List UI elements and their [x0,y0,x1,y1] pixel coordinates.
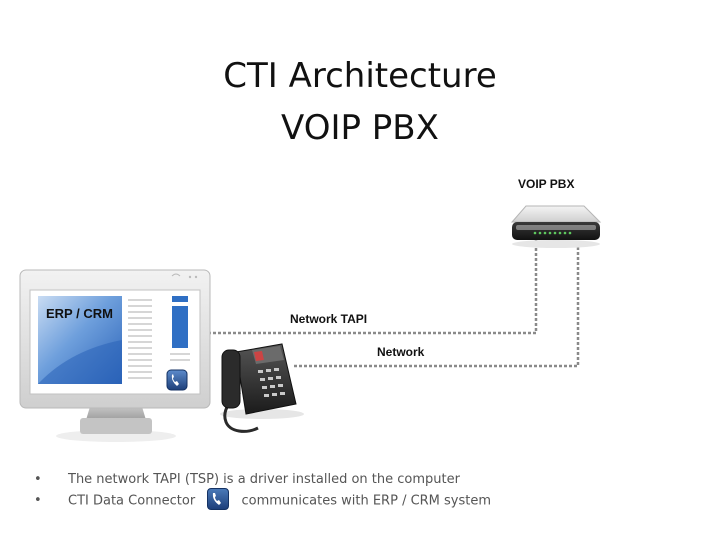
pbx-server-icon [510,205,602,248]
bullet-text-before-icon: CTI Data Connector [68,493,196,509]
bullet-text-after-icon: communicates with ERP / CRM system [241,493,492,509]
bullet-item: • CTI Data Connector communicates with E… [34,488,492,513]
computer-monitor-icon [19,269,211,442]
network-tapi-connection [198,240,538,335]
cti-connector-inline-icon [207,488,230,510]
bullet-dot: • [34,493,42,508]
bullet-item: • The network TAPI (TSP) is a driver ins… [34,471,491,492]
desk-phone-icon [220,343,304,433]
network-label: Network [377,345,425,359]
bullet-dot: • [34,472,42,487]
slide-title-line2: VOIP PBX [281,108,439,148]
network-connection [294,240,580,368]
cti-connector-phone-icon[interactable] [166,369,188,391]
network-tapi-label: Network TAPI [290,312,368,326]
bullet-list: • The network TAPI (TSP) is a driver ins… [34,471,491,513]
slide-title-line1: CTI Architecture [223,56,497,96]
bullet-text: The network TAPI (TSP) is a driver insta… [68,472,460,487]
erp-crm-label: ERP / CRM [46,306,113,321]
pbx-label: VOIP PBX [518,177,575,191]
